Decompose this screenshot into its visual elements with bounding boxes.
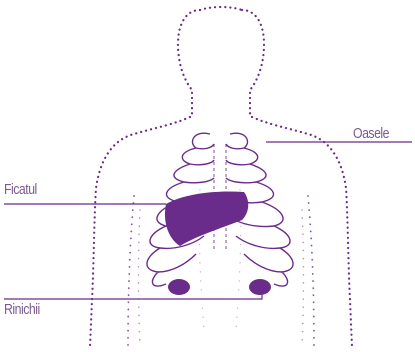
bones-label: Oasele <box>353 126 389 141</box>
kidneys-label: Rinichii <box>4 302 40 317</box>
body-silhouette-icon <box>90 7 352 347</box>
liver-label: Ficatul <box>4 182 37 197</box>
kidney-icon <box>168 279 190 295</box>
kidney-icon <box>249 279 271 295</box>
kidneys-leader-line <box>4 292 262 299</box>
